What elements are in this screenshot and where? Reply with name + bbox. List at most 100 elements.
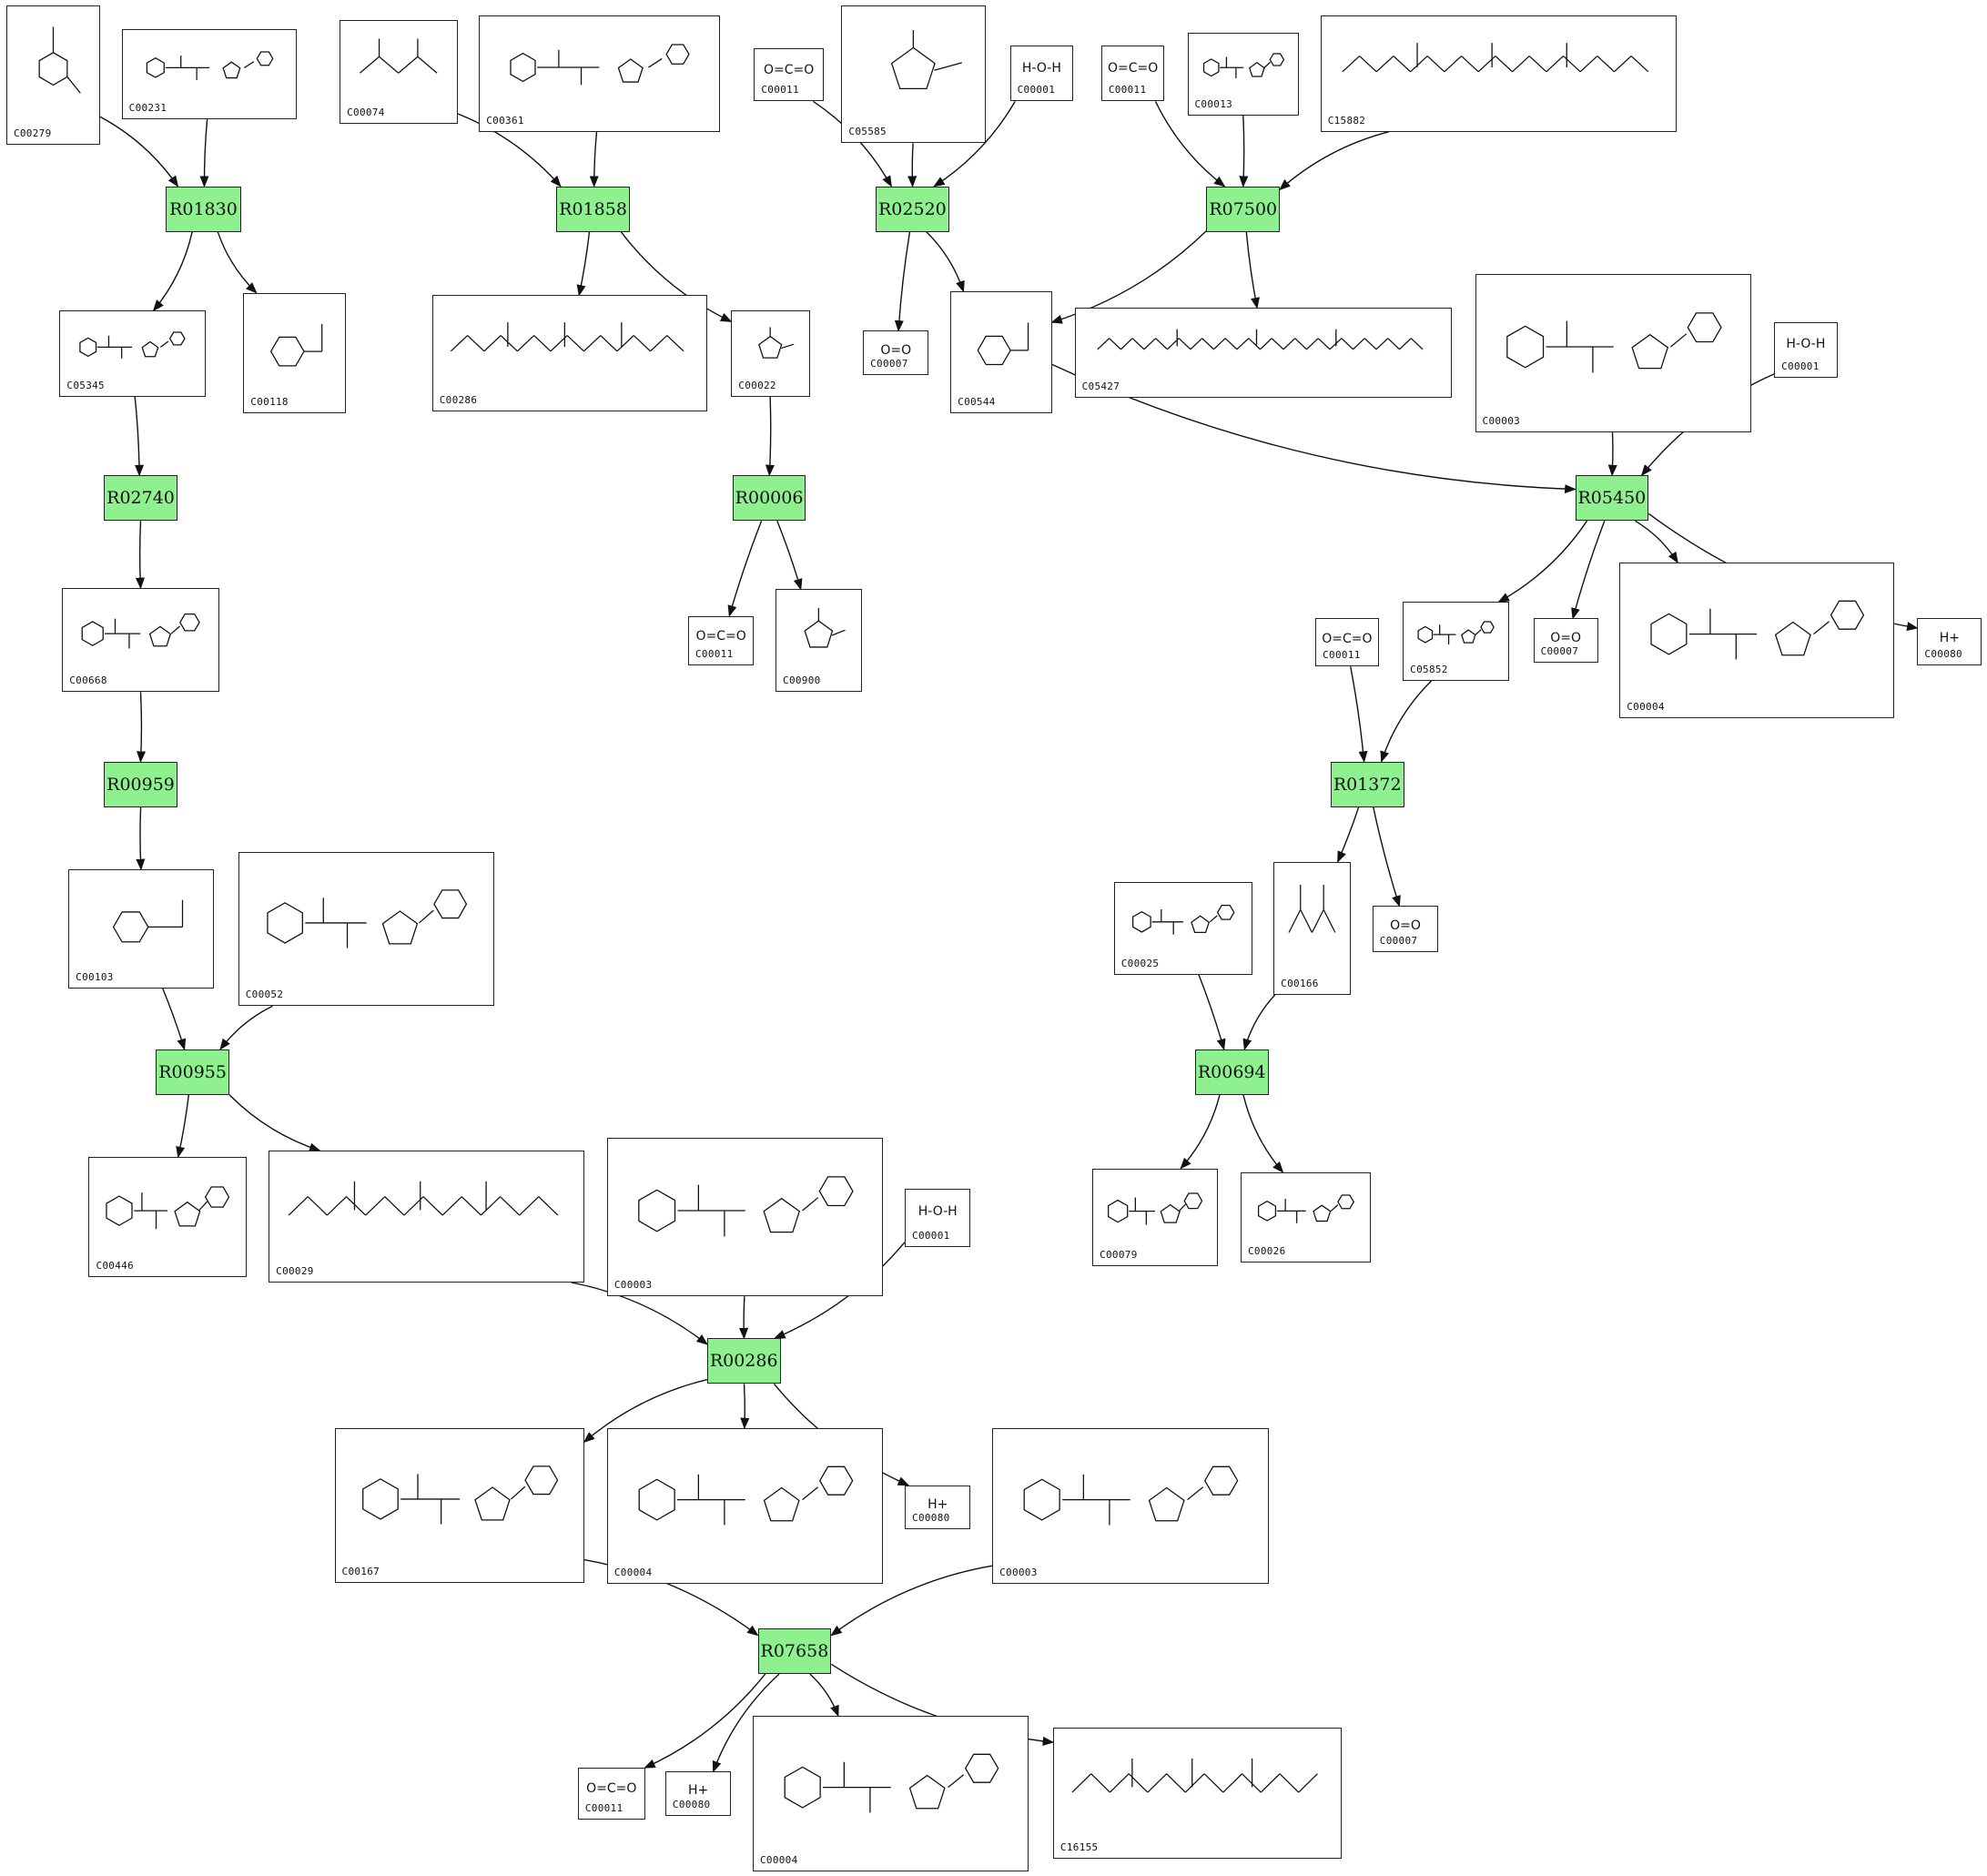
edge-R00955-to-c00446 (176, 1094, 189, 1159)
structure-drawing (348, 28, 449, 103)
edge-c05585-to-R02520 (907, 143, 917, 188)
edge-R00959-to-c00103 (136, 806, 146, 871)
edge-c00022-to-R00006 (765, 396, 775, 477)
edge-R01830-to-c00118 (217, 231, 258, 294)
compound-id-label: C00011 (1108, 84, 1147, 96)
edge-c05345-to-R02740 (134, 396, 145, 477)
reaction-r00959[interactable]: R00959 (104, 761, 177, 807)
compound-c00080-c[interactable]: H+C00080 (664, 1771, 732, 1817)
edge-c15882-to-R07500 (1279, 131, 1389, 191)
reaction-r02520[interactable]: R02520 (876, 186, 949, 232)
compound-c00003-a[interactable]: C00003 (1475, 273, 1752, 432)
compound-c00668[interactable]: C00668 (62, 587, 219, 693)
compound-c00074[interactable]: C00074 (340, 20, 458, 125)
reaction-r01830[interactable]: R01830 (166, 186, 241, 232)
structure-drawing (1000, 1436, 1261, 1563)
compound-id-label: C00080 (672, 1799, 711, 1811)
structure-drawing (1627, 571, 1886, 697)
compound-c15882[interactable]: C15882 (1320, 15, 1677, 132)
edge-c00013-to-R07500 (1239, 115, 1249, 188)
compound-id-label: C00004 (613, 1567, 653, 1579)
reaction-r07658[interactable]: R07658 (757, 1628, 832, 1675)
reaction-r00006[interactable]: R00006 (732, 475, 806, 522)
compound-id-label: C00279 (13, 127, 52, 139)
compound-c00025[interactable]: C00025 (1113, 881, 1252, 975)
compound-c00080-a[interactable]: H+C00080 (1917, 618, 1982, 665)
compound-c00003-b[interactable]: C00003 (606, 1138, 884, 1297)
compound-id-label: C00286 (439, 394, 478, 407)
compound-c00544[interactable]: C00544 (950, 291, 1052, 413)
compound-c05345[interactable]: C05345 (59, 310, 206, 397)
compound-id-label: C00361 (486, 114, 524, 127)
compound-c00079[interactable]: C00079 (1092, 1168, 1218, 1266)
compound-c00446[interactable]: C00446 (88, 1157, 248, 1278)
compound-c00286[interactable]: C00286 (431, 295, 707, 412)
reaction-r02740[interactable]: R02740 (104, 475, 177, 522)
reaction-r00694[interactable]: R00694 (1194, 1049, 1269, 1095)
structure-drawing (1249, 1181, 1363, 1242)
compound-c00004-c[interactable]: C00004 (752, 1716, 1029, 1872)
edge-R02520-to-c00007_a (894, 231, 911, 332)
compound-c00118[interactable]: C00118 (243, 292, 347, 413)
compound-c00361[interactable]: C00361 (479, 15, 720, 132)
edge-R05450-to-c00007_b (1571, 520, 1606, 620)
compound-c00011-b[interactable]: O=C=O C00011 (1100, 46, 1165, 102)
compound-c00029[interactable]: C00029 (269, 1151, 584, 1283)
compound-c00052[interactable]: C00052 (238, 851, 494, 1007)
compound-id-label: C00007 (1379, 934, 1418, 947)
structure-drawing (615, 1146, 876, 1275)
reaction-r01372[interactable]: R01372 (1330, 761, 1404, 807)
compound-c00231[interactable]: C00231 (121, 29, 297, 119)
compound-c05427[interactable]: C05427 (1074, 308, 1453, 399)
compound-id-label: C00544 (958, 395, 996, 408)
compound-c00103[interactable]: C00103 (68, 869, 215, 989)
compound-c00022[interactable]: C00022 (731, 310, 810, 397)
compound-c00080-b[interactable]: H+C00080 (905, 1485, 971, 1530)
structure-drawing (761, 1724, 1021, 1851)
reaction-r00955[interactable]: R00955 (156, 1049, 229, 1095)
compound-id-label: C00003 (613, 1279, 653, 1292)
edge-c00011_d-to-R01372 (1350, 666, 1368, 763)
compound-c05585[interactable]: C05585 (841, 5, 987, 144)
compound-c00004-a[interactable]: C00004 (1619, 563, 1895, 719)
compound-c05852[interactable]: C05852 (1403, 602, 1510, 681)
edge-c00361-to-R01858 (589, 131, 599, 188)
compound-c00003-c[interactable]: C00003 (992, 1428, 1269, 1585)
reaction-r05450[interactable]: R05450 (1575, 475, 1649, 522)
compound-formula: O=C=O (1107, 60, 1159, 76)
compound-c00026[interactable]: C00026 (1240, 1171, 1372, 1262)
compound-c00166[interactable]: C00166 (1273, 861, 1352, 995)
compound-id-label: C00029 (276, 1264, 314, 1277)
edge-c00103-to-R00955 (162, 988, 187, 1051)
edge-c00166-to-R00694 (1242, 994, 1276, 1051)
edge-R02520-to-c00544 (926, 231, 965, 293)
compound-c16155[interactable]: C16155 (1052, 1727, 1343, 1860)
edge-R01858-to-c00286 (576, 231, 591, 297)
compound-c00004-b[interactable]: C00004 (606, 1428, 884, 1585)
compound-c00279[interactable]: C00279 (5, 5, 100, 145)
compound-c00900[interactable]: C00900 (776, 589, 862, 693)
compound-id-label: C00022 (738, 379, 776, 391)
compound-id-label: C00052 (245, 989, 284, 1001)
structure-drawing (343, 1436, 576, 1562)
compound-c00167[interactable]: C00167 (334, 1428, 584, 1583)
compound-id-label: C16155 (1059, 1841, 1099, 1854)
reaction-r07500[interactable]: R07500 (1206, 186, 1281, 232)
compound-c00013[interactable]: C00013 (1187, 33, 1299, 116)
edge-R02740-to-c00668 (135, 521, 146, 590)
reaction-r01858[interactable]: R01858 (556, 186, 630, 232)
edge-R07658-to-c00080_c (712, 1673, 780, 1773)
compound-id-label: C00003 (999, 1567, 1038, 1579)
reaction-r00286[interactable]: R00286 (706, 1338, 781, 1384)
compound-id-label: C00004 (759, 1854, 798, 1867)
